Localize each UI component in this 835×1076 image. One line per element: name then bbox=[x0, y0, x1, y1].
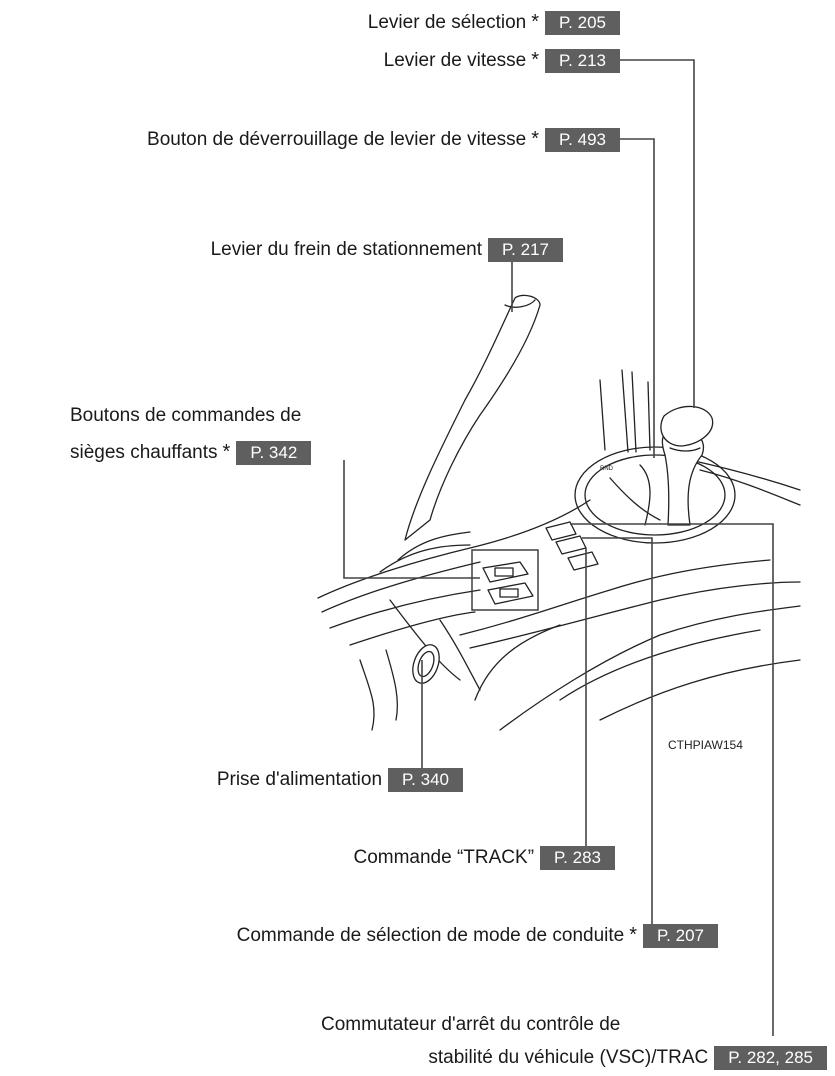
parking-brake-lever-drawing bbox=[379, 294, 541, 573]
label-text: Levier de vitesse bbox=[383, 50, 527, 71]
center-console-drawing bbox=[317, 369, 801, 731]
page-ref-badge[interactable]: P. 282, 285 bbox=[714, 1046, 827, 1070]
switch-cluster-drawing bbox=[545, 521, 599, 571]
leader-shift-lever bbox=[620, 59, 695, 408]
label-text: Commande “TRACK” bbox=[353, 847, 535, 869]
label-selection-lever: Levier de sélection*P. 205 bbox=[368, 10, 620, 35]
leader-seat-heater bbox=[343, 460, 480, 579]
page-ref-badge[interactable]: P. 340 bbox=[388, 768, 463, 792]
label-text: Commutateur d'arrêt du contrôle de bbox=[321, 1014, 621, 1035]
label-text: stabilité du véhicule (VSC)/TRAC bbox=[428, 1047, 709, 1069]
asterisk: * bbox=[531, 128, 540, 150]
page-ref-badge[interactable]: P. 207 bbox=[643, 923, 718, 948]
label-seat-heater-line1: Boutons de commandes de bbox=[70, 404, 301, 428]
page-ref-badge[interactable]: P. 493 bbox=[545, 127, 620, 152]
page-ref-badge[interactable]: P. 342 bbox=[236, 440, 312, 465]
image-code: CTHPIAW154 bbox=[668, 738, 743, 752]
svg-text:RND: RND bbox=[600, 466, 614, 472]
label-text: Boutons de commandes de bbox=[70, 405, 302, 426]
page-ref-badge[interactable]: P. 217 bbox=[488, 238, 563, 262]
label-seat-heater-line2: sièges chauffants*P. 342 bbox=[70, 440, 312, 465]
leader-shift-lock-release bbox=[620, 138, 655, 458]
leader-drive-mode bbox=[582, 537, 716, 936]
label-track-switch: Commande “TRACK”P. 283 bbox=[353, 846, 615, 870]
label-shift-lock-release: Bouton de déverrouillage de levier de vi… bbox=[147, 127, 620, 152]
label-text: Levier du frein de stationnement bbox=[210, 239, 483, 261]
leader-vsc bbox=[570, 523, 774, 1036]
label-shift-lever: Levier de vitesse*P. 213 bbox=[384, 48, 620, 73]
page-ref-badge[interactable]: P. 283 bbox=[540, 846, 615, 870]
label-text: sièges chauffants bbox=[70, 442, 218, 463]
asterisk: * bbox=[531, 11, 540, 33]
label-text: Bouton de déverrouillage de levier de vi… bbox=[147, 129, 527, 150]
asterisk: * bbox=[629, 924, 638, 946]
asterisk: * bbox=[531, 49, 540, 71]
label-text: Levier de sélection bbox=[367, 12, 527, 33]
label-text: Commande de sélection de mode de conduit… bbox=[236, 925, 625, 946]
shift-gate-drawing: RND bbox=[574, 405, 736, 544]
label-drive-mode: Commande de sélection de mode de conduit… bbox=[237, 923, 718, 948]
page-ref-badge[interactable]: P. 213 bbox=[545, 48, 620, 73]
asterisk: * bbox=[222, 441, 231, 463]
power-outlet-drawing bbox=[412, 644, 440, 684]
page-ref-badge[interactable]: P. 205 bbox=[545, 10, 620, 35]
heated-seat-buttons-drawing bbox=[471, 549, 539, 611]
label-vsc-line1: Commutateur d'arrêt du contrôle de bbox=[321, 1013, 620, 1037]
label-text: Prise d'alimentation bbox=[216, 769, 383, 791]
